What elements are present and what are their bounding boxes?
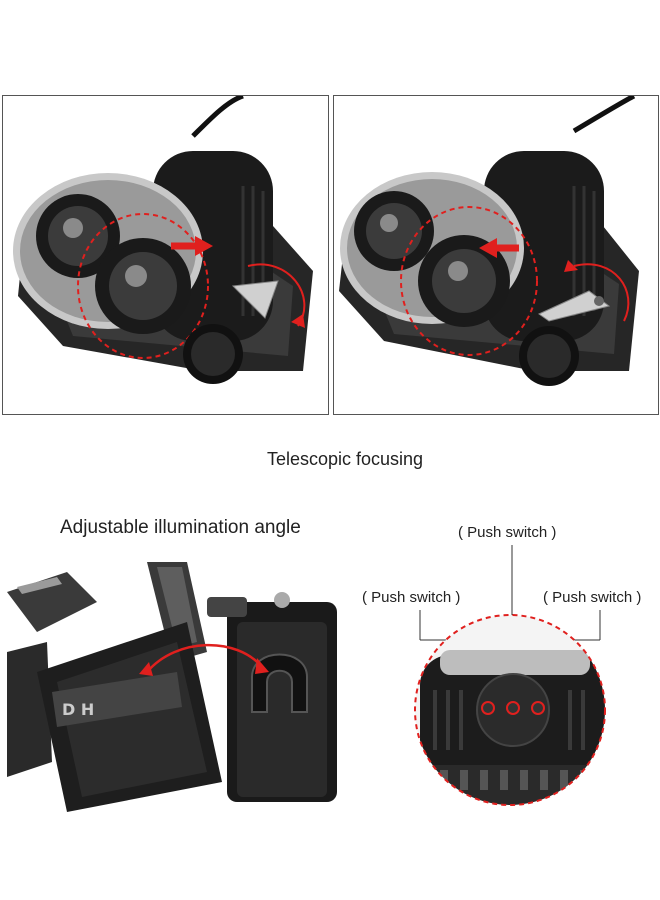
push-switch-closeup-illustration bbox=[414, 614, 606, 806]
push-switch-closeup-photo bbox=[400, 600, 640, 820]
caption-adjustable-angle: Adjustable illumination angle bbox=[60, 517, 301, 538]
headlamp-illustration-retracted bbox=[339, 96, 639, 386]
focus-photo-retracted bbox=[333, 95, 659, 415]
caption-telescopic-focusing: Telescopic focusing bbox=[266, 449, 424, 469]
focus-photo-extended bbox=[2, 95, 329, 415]
push-switch-label-top: ( Push switch ) bbox=[458, 524, 557, 541]
headband-mount-illustration: D H bbox=[7, 562, 337, 812]
push-switch-label-left: ( Push switch ) bbox=[362, 589, 461, 606]
push-switch-label-right: ( Push switch ) bbox=[543, 589, 642, 606]
headband-mount-photo: D H bbox=[7, 562, 347, 812]
headlamp-illustration-extended bbox=[13, 96, 313, 384]
svg-text:D H: D H bbox=[62, 700, 94, 719]
